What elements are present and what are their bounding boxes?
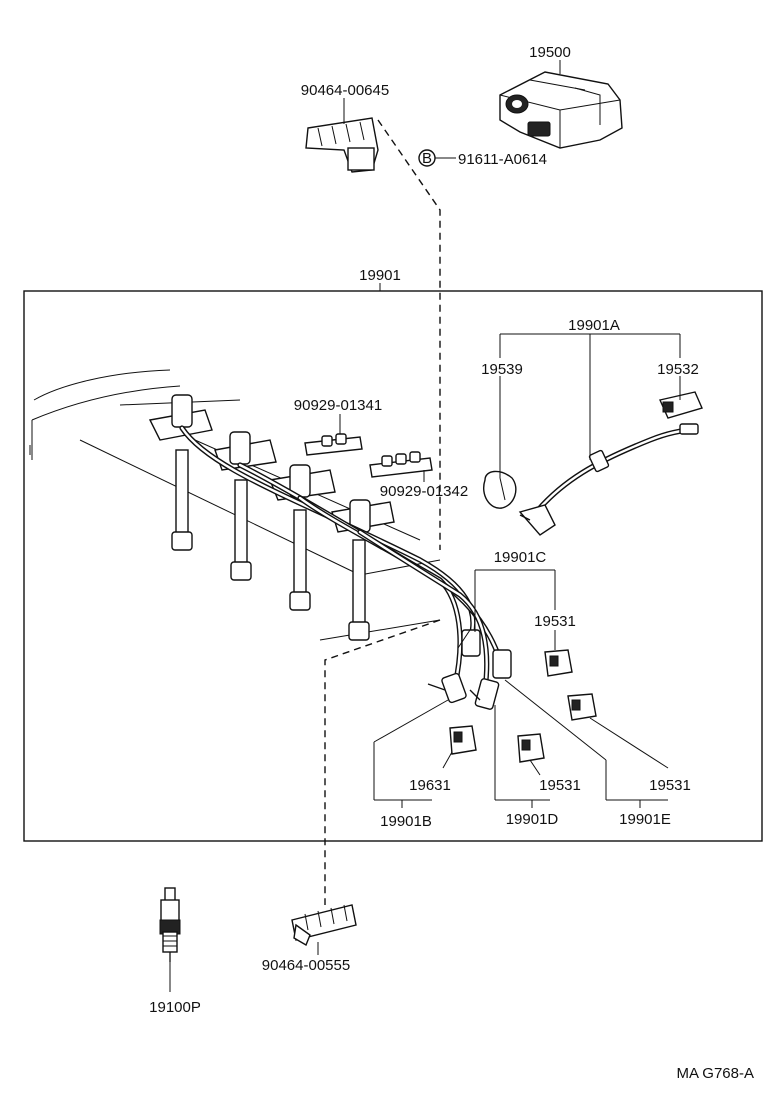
leader-cap-e (589, 717, 669, 769)
label-cap-c: 19531 (534, 613, 576, 630)
label-cap-19532: 19532 (657, 361, 699, 378)
cap-c (544, 649, 573, 677)
cord-end-e (492, 649, 512, 679)
leader-cord-c (474, 569, 556, 650)
plug-boot-1 (171, 394, 193, 428)
label-spark-plug: 19100P (149, 999, 201, 1016)
label-diagram-code: MA G768-A (676, 1065, 754, 1082)
cap-19532 (659, 391, 703, 419)
clamp-top (305, 117, 379, 173)
cord-end-b (427, 672, 467, 704)
dash-leader-top (377, 119, 441, 550)
spark-plug (159, 887, 181, 962)
plug-tube-4 (348, 539, 370, 641)
leader-cap-b (442, 751, 453, 769)
cap-b (449, 725, 477, 755)
label-cord-set: 19901 (359, 267, 401, 284)
label-cord-a: 19901A (568, 317, 620, 334)
cord-a (518, 423, 699, 536)
clamp-bottom (291, 904, 357, 947)
label-cord-c: 19901C (494, 549, 547, 566)
label-clamp-bottom: 90464-00555 (262, 957, 350, 974)
leader-cap-d (529, 759, 541, 776)
clamp-01341 (304, 433, 363, 456)
label-cap-e: 19531 (649, 777, 691, 794)
label-cap-19539: 19539 (481, 361, 523, 378)
cords (179, 425, 503, 693)
label-ignition-coil: 19500 (529, 44, 571, 61)
bolt-marker: B (418, 149, 436, 167)
bracket-cord-b (373, 699, 449, 808)
cap-19539 (483, 470, 517, 509)
bracket-cord-d (494, 705, 550, 808)
cord-end-d (469, 678, 500, 710)
label-cord-e: 19901E (619, 811, 671, 828)
clamp-01342 (369, 451, 433, 478)
ignition-coil (499, 71, 623, 149)
label-cap-b: 19631 (409, 777, 451, 794)
label-clamp-a: 90929-01341 (294, 397, 382, 414)
cord-set-frame (23, 290, 763, 842)
label-clamp-top: 90464-00645 (301, 82, 389, 99)
dash-leader-bottom (324, 619, 441, 905)
label-bolt: 91611-A0614 (458, 151, 547, 168)
label-cord-d: 19901D (506, 811, 559, 828)
cap-e (567, 693, 597, 721)
plug-tube-2 (230, 479, 252, 581)
label-cord-b: 19901B (380, 813, 432, 830)
leader-cord-a (499, 333, 681, 478)
plug-tube-3 (289, 509, 311, 611)
label-cap-d: 19531 (539, 777, 581, 794)
plug-tube-1 (171, 449, 193, 551)
cord-end-c (457, 629, 481, 657)
cap-d (517, 733, 545, 763)
bracket-cord-e (504, 679, 668, 808)
plug-boot-2 (229, 431, 251, 465)
bolt-marker-text: B (422, 150, 432, 167)
label-clamp-b: 90929-01342 (380, 483, 468, 500)
